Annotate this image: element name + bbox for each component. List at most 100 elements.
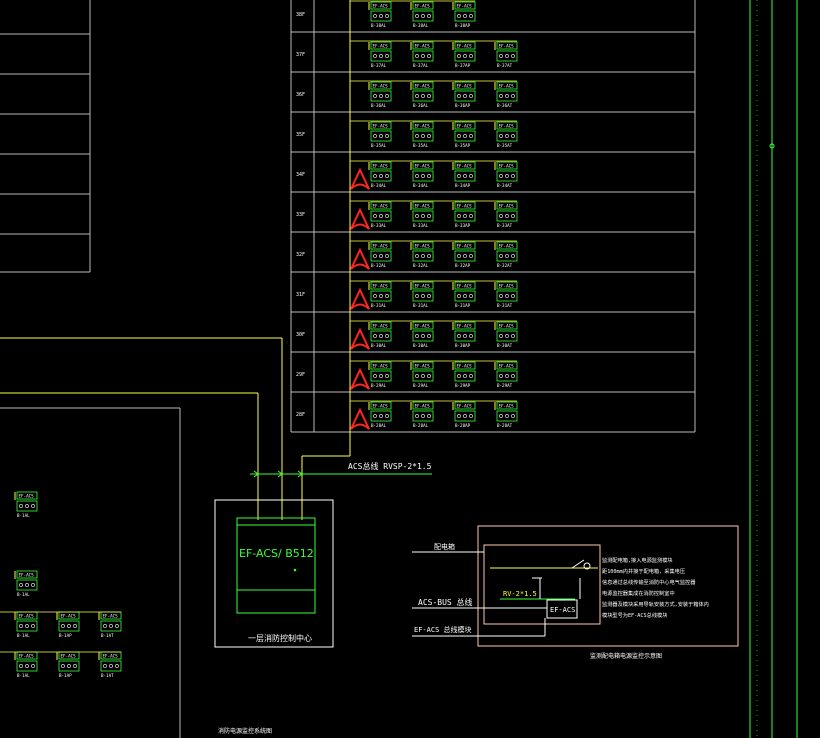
field-module: EF-ACS B-30AT [494,321,518,348]
lower-left-modules: EF-ACSB-1ALEF-ACSB-1ALEF-ACSB-1ALEF-ACSB… [0,491,122,678]
module-tag: B-1AL [17,633,30,638]
floor-label: 36F [296,92,305,98]
floor-label: 28F [296,412,305,418]
detail-frame [477,525,739,647]
module-tag: B-31AP [455,303,471,308]
acs-controller-cabinet [236,517,316,614]
field-module: EF-ACS B-29AT [494,361,518,388]
floor-label: 34F [296,172,305,178]
module-label: EF-ACS [415,364,431,369]
module-tag: B-30AT [497,343,513,348]
module-label: EF-ACS [499,324,515,329]
floor-row: 32FEF-ACSB-32ALEF-ACSB-32ALEF-ACSB-32APE… [296,240,518,270]
floor-label: 33F [296,212,305,218]
module-tag: B-34AL [413,183,429,188]
module-tag: B-36AL [371,103,387,108]
revision-cloud-mark [350,287,370,310]
detail-cable-label: RV-2*1.5 [503,590,537,598]
module-tag: B-35AL [371,143,387,148]
module-tag: B-1AP [59,633,72,638]
module-label: EF-ACS [457,324,473,329]
module-label: EF-ACS [19,573,35,578]
fire-control-center: EF-ACS/ B512 一层消防控制中心 [214,499,334,648]
module-label: EF-ACS [457,364,473,369]
field-module: EF-ACS B-33AL [368,201,392,228]
module-label: EF-ACS [499,244,515,249]
detail-caption: 监测配电箱电源监控示意图 [590,652,662,660]
module-label: EF-ACS [373,84,389,89]
detail-note-line: 电源监控器集成在消防控制室中 [602,589,675,597]
module-tag: B-28AT [497,423,513,428]
module-tag: B-29AT [497,383,513,388]
floor-label: 35F [296,132,305,138]
module-tag: B-35AP [455,143,471,148]
module-tag: B-35AT [497,143,513,148]
module-label: EF-ACS [499,44,515,49]
module-tag: B-29AL [413,383,429,388]
module-tag: B-38AL [371,23,387,28]
module-label: EF-ACS [457,284,473,289]
power-label: 配电箱 [434,542,455,551]
module-label: EF-ACS [415,44,431,49]
module-tag: B-38AL [413,23,429,28]
module-tag: B-31AT [497,303,513,308]
detail-module-box [546,599,578,619]
revision-cloud-mark [350,327,370,350]
detail-note-line: 距100mm内并接于配电箱，采集电压 [602,567,685,575]
revision-cloud-mark [350,207,370,230]
module-tag: B-28AL [371,423,387,428]
module-tag: B-36AP [455,103,471,108]
field-module: EF-ACS B-35AP [452,121,476,148]
module-label: EF-ACS [373,164,389,169]
module-label: EF-ACS [61,654,77,659]
module-label: EF-ACS [415,324,431,329]
module-label: EF-ACS [499,164,515,169]
module-label: EF-ACS [19,494,35,499]
module-label: EF-ACS [373,204,389,209]
module-label: EF-ACS [499,84,515,89]
module-label: EF-ACS [373,244,389,249]
floor-row: 36FEF-ACSB-36ALEF-ACSB-36ALEF-ACSB-36APE… [296,80,518,108]
module-tag: B-33AL [371,223,387,228]
module-tag: B-32AL [413,263,429,268]
module-tag: B-1AL [17,673,30,678]
module-label: EF-ACS [415,4,431,9]
floor-label: 37F [296,52,305,58]
module-label: EF-ACS [499,204,515,209]
detail-note-line: 监测配电箱,接入电源监测模块 [602,556,673,564]
module-tag: B-30AP [455,343,471,348]
module-label: EF-ACS [499,124,515,129]
detail-panel: EF-ACS RV-2*1.5 配电箱 ACS-BUS 总线 EF-ACS 总线… [412,525,739,660]
module-bus-label: EF-ACS 总线模块 [414,625,472,634]
bus-cable-label: ACS总线 RVSP-2*1.5 [348,461,432,471]
module-label: EF-ACS [457,124,473,129]
drawing-border [749,0,798,738]
floor-label: 30F [296,332,305,338]
module-tag: B-34AP [455,183,471,188]
module-label: EF-ACS [499,364,515,369]
revision-cloud-mark [350,407,370,430]
detail-note-line: 监测器及模块采用导轨安装方式,安装于箱体内 [602,600,709,608]
